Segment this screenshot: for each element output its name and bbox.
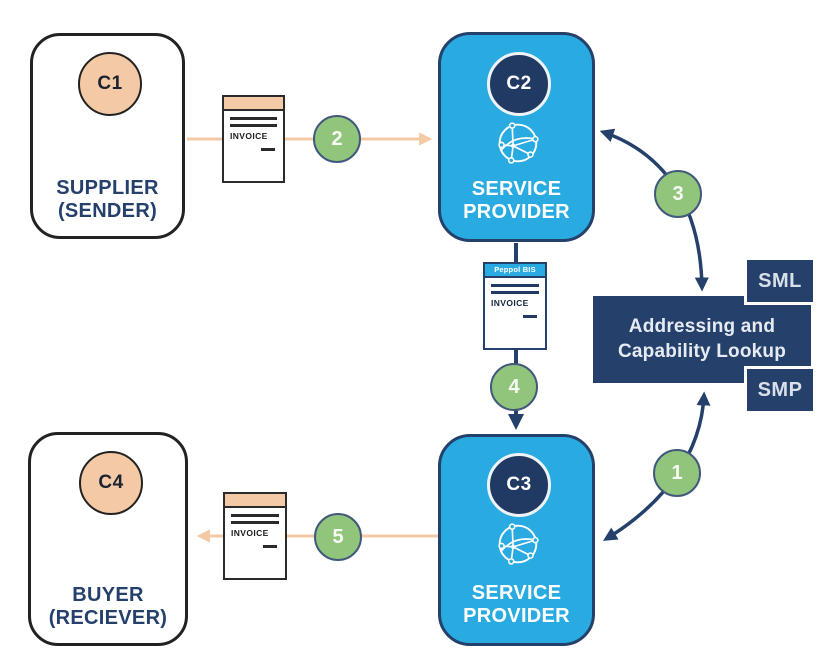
document-dash [263, 545, 277, 548]
outbound-invoice-document: INVOICE [222, 95, 285, 183]
lookup-label-line1: Addressing and [628, 316, 776, 338]
inbound-invoice-document: INVOICE [223, 492, 287, 580]
peppol-bis-invoice-document: Peppol BIS INVOICE [483, 262, 547, 350]
invoice-label: INVOICE [231, 528, 269, 538]
network-globe-icon [497, 122, 539, 164]
document-text-line [231, 521, 279, 524]
sp-c2-label-line1: SERVICE [471, 177, 562, 200]
supplier-box: C1 SUPPLIER (SENDER) [30, 33, 185, 239]
invoice-header-band [225, 494, 285, 508]
step-number: 3 [672, 182, 684, 205]
lookup-label-line2: Capability Lookup [617, 340, 787, 362]
supplier-label: SUPPLIER (SENDER) [33, 177, 182, 223]
document-text-line [230, 124, 277, 127]
step-number: 1 [671, 461, 683, 484]
buyer-label: BUYER (RECIEVER) [31, 584, 185, 630]
supplier-label-line2: (SENDER) [57, 199, 158, 222]
service-provider-c2-label: SERVICE PROVIDER [441, 178, 592, 224]
document-text-line [491, 284, 539, 287]
document-text-line [230, 117, 277, 120]
buyer-box: C4 BUYER (RECIEVER) [28, 432, 188, 646]
service-provider-c3-box: C3 SERVICE PROVIDER [438, 434, 595, 646]
step-circle-2: 2 [313, 115, 361, 163]
buyer-label-line1: BUYER [72, 583, 144, 606]
supplier-label-line1: SUPPLIER [56, 176, 159, 199]
step-number: 2 [331, 127, 343, 150]
document-dash [523, 315, 537, 318]
step-number: 5 [332, 525, 344, 548]
step-circle-5: 5 [314, 513, 362, 561]
corner-badge-c3: C3 [487, 453, 551, 517]
service-provider-c3-label: SERVICE PROVIDER [441, 582, 592, 628]
corner-badge-c4: C4 [79, 451, 143, 515]
sp-c3-label-line2: PROVIDER [463, 604, 570, 627]
service-provider-c2-box: C2 SERVICE PROVIDER [438, 32, 595, 242]
document-dash [261, 148, 275, 151]
sml-tag: SML [744, 257, 816, 305]
corner-badge-c2: C2 [487, 52, 551, 116]
document-text-line [231, 514, 279, 517]
invoice-label: INVOICE [230, 131, 268, 141]
invoice-label: INVOICE [491, 298, 529, 308]
corner-badge-c1: C1 [78, 52, 142, 116]
invoice-header-band [224, 97, 283, 111]
step-circle-1: 1 [653, 449, 701, 497]
smp-tag: SMP [744, 366, 816, 414]
peppol-bis-header-band: Peppol BIS [485, 264, 545, 278]
step-number: 4 [508, 375, 520, 398]
network-globe-icon [497, 523, 539, 565]
sp-c2-label-line2: PROVIDER [463, 200, 570, 223]
step-circle-4: 4 [490, 363, 538, 411]
sp-c3-label-line1: SERVICE [471, 581, 562, 604]
step-circle-3: 3 [654, 170, 702, 218]
document-text-line [491, 291, 539, 294]
buyer-label-line2: (RECIEVER) [48, 606, 168, 629]
